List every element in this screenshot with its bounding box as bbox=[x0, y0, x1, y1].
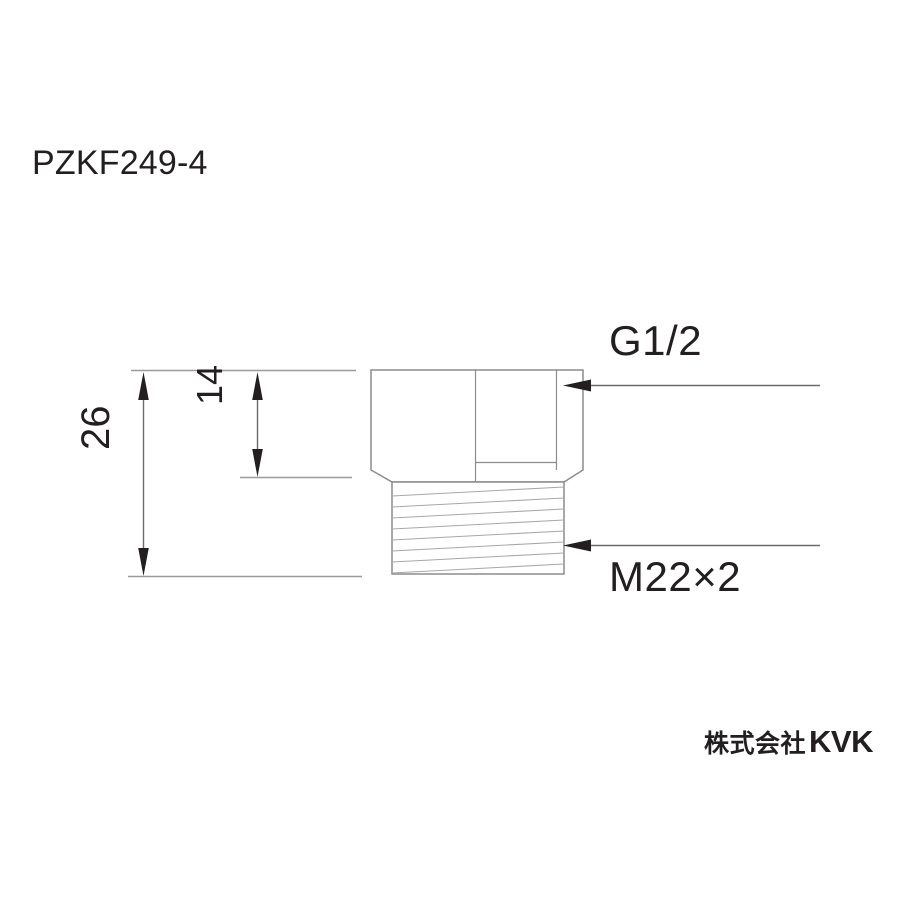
part-number-label: PZKF249-4 bbox=[32, 144, 208, 182]
dimension-extension-lines bbox=[128, 369, 362, 578]
thread-profile-lines bbox=[391, 486, 565, 574]
company-prefix-label: 株式会社 bbox=[704, 730, 807, 758]
leader-line-g12 bbox=[563, 379, 820, 392]
dimension-arrow-26 bbox=[138, 372, 149, 576]
thread-callout-m22: M22×2 bbox=[609, 553, 742, 600]
thread-callout-g12: G1/2 bbox=[609, 317, 703, 364]
dimension-label-hex-body-length: 14 bbox=[189, 364, 230, 405]
hex-body-outline bbox=[370, 369, 584, 483]
dimension-label-overall-length: 26 bbox=[74, 405, 118, 451]
company-name-label: KVK bbox=[809, 724, 873, 759]
leader-line-m22 bbox=[563, 539, 820, 552]
hex-body-inner-lines bbox=[474, 370, 558, 482]
dimension-arrow-14 bbox=[252, 372, 263, 477]
